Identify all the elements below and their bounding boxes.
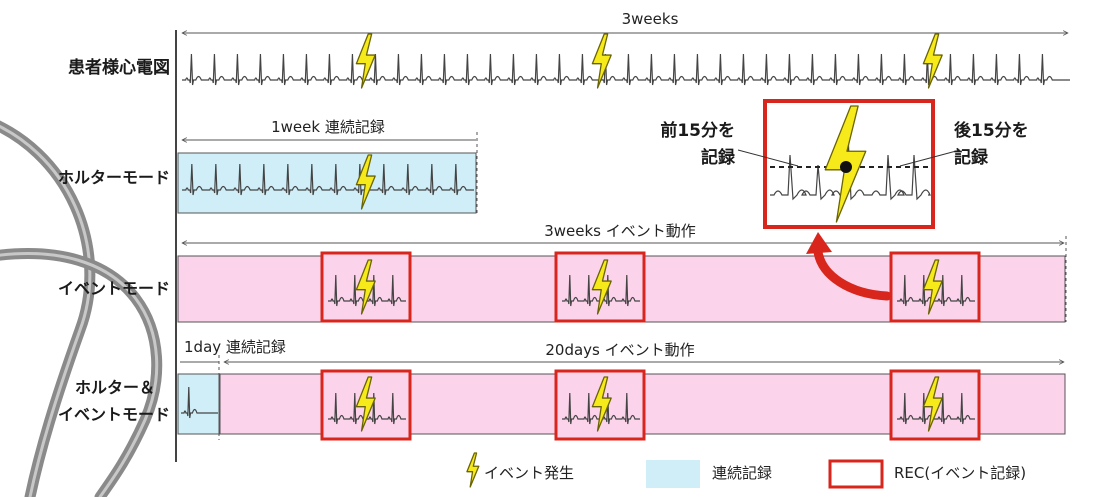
lightning-bolt-icon <box>922 376 943 432</box>
zoom-inset <box>737 99 961 229</box>
legend-continuous-label: 連続記録 <box>712 464 772 482</box>
rec-ecg-trace <box>897 392 975 425</box>
lightning-bolt-icon <box>591 376 612 432</box>
lightning-bolt-icon <box>355 259 376 315</box>
patient-span-label: 3weeks <box>622 10 679 28</box>
combo-first-label: 1day 連続記録 <box>184 338 286 356</box>
lightning-bolt-icon <box>355 376 376 432</box>
combo-ecg-trace <box>181 386 218 419</box>
legend-rec-swatch <box>828 459 884 489</box>
combo-continuous-band <box>177 373 220 435</box>
patient-ecg-trace <box>182 53 1070 86</box>
lightning-bolt-icon <box>355 33 376 89</box>
lightning-bolt-icon <box>466 452 480 488</box>
row-label-patient: 患者様心電図 <box>68 57 170 78</box>
legend-event-label: イベント発生 <box>484 464 574 482</box>
legend-continuous-swatch <box>646 460 700 488</box>
legend: イベント発生 連続記録 REC(イベント記録) <box>466 452 1026 489</box>
legend-lightning-bolt-icon <box>466 452 480 488</box>
cable-decoration <box>0 120 163 497</box>
lightning-bolt-icon <box>591 33 612 89</box>
zoom-trigger-dot <box>840 161 852 173</box>
holter-span-label: 1week 連続記録 <box>271 118 385 136</box>
lightning-bolt-icon <box>922 259 943 315</box>
lightning-bolt-icon <box>355 154 376 210</box>
row-label-holter: ホルターモード <box>58 168 170 187</box>
holter-ecg-trace <box>182 163 474 196</box>
zoom-after-line2: 記録 <box>954 147 989 168</box>
zoom-after-pointer <box>899 149 961 167</box>
rec-ecg-trace <box>328 392 406 425</box>
legend-rec-label: REC(イベント記録) <box>894 464 1026 482</box>
zoom-after-line1: 後15分を <box>954 120 1029 141</box>
row-label-combo-line2: イベントモード <box>58 405 170 424</box>
event-span-label: 3weeks イベント動作 <box>544 222 696 240</box>
lightning-bolt-icon <box>591 259 612 315</box>
row-label-event: イベントモード <box>58 279 170 298</box>
rec-ecg-trace <box>897 274 975 307</box>
zoom-before-line2: 記録 <box>701 147 736 168</box>
event-markers <box>355 33 943 432</box>
zoom-before-line1: 前15分を <box>660 120 735 141</box>
combo-second-label: 20days イベント動作 <box>545 341 694 359</box>
row-label-combo-line1: ホルター＆ <box>75 378 155 397</box>
holter-continuous-band <box>177 152 477 214</box>
zoom-before-pointer <box>737 149 799 167</box>
curved-arrow-icon <box>806 232 892 301</box>
lightning-bolt-icon <box>922 33 943 89</box>
